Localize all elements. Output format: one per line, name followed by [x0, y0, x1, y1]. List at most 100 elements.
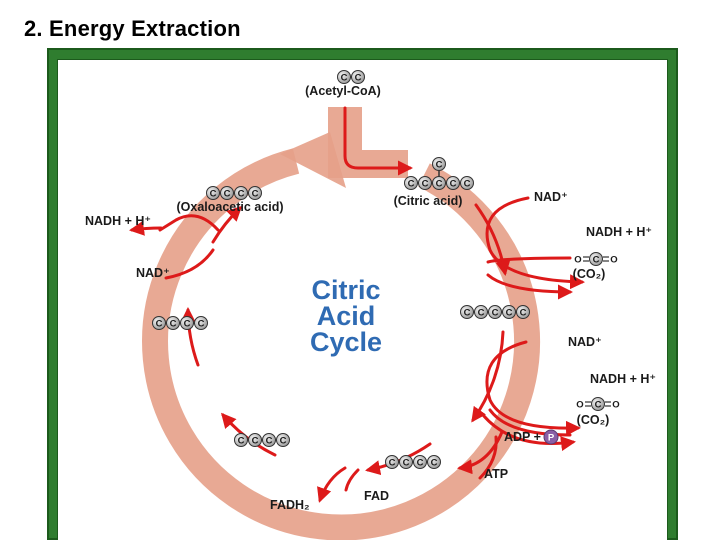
phosphate-symbol: P [548, 433, 555, 444]
oxygen-atom-label: O [574, 255, 581, 266]
nad-plus-label-1: NAD⁺ [534, 190, 568, 204]
carbon-atom-label: C [224, 188, 231, 199]
carbon-atom [502, 305, 516, 319]
cycle-title: Citric Acid Cycle [310, 275, 382, 357]
carbon-atom [276, 433, 290, 447]
carbon-atom-label: C [436, 178, 443, 189]
carbon-atom-label: C [355, 72, 362, 83]
oxygen-atom-label: O [612, 400, 619, 411]
oxygen-atom-label: O [610, 255, 617, 266]
cycle-ring [142, 107, 540, 540]
carbon-atom [248, 433, 262, 447]
carbon-atom [516, 305, 530, 319]
cycle-title-line-1: Citric [311, 275, 380, 305]
carbon-atom [589, 252, 603, 266]
carbon-atom-label: C [252, 188, 259, 199]
phosphate-icon: P [543, 429, 559, 445]
nad-plus-label-2: NAD⁺ [568, 335, 602, 349]
carbon-atom-label: C [184, 318, 191, 329]
carbon-atom [220, 186, 234, 200]
cycle-title-line-2: Acid [317, 301, 376, 331]
cycle-arrows [180, 106, 511, 476]
carbon-atom-label: C [422, 178, 429, 189]
atp-label: ATP [484, 467, 508, 481]
carbon-atom [337, 70, 351, 84]
carbon-atom-label: C [210, 188, 217, 199]
carbon-atom [194, 316, 208, 330]
carbon-atom-label: C [266, 435, 273, 446]
carbon-atom [351, 70, 365, 84]
carbon-atom [234, 186, 248, 200]
nadh-label-1: NADH + H⁺ [586, 225, 652, 239]
carbon-atom [180, 316, 194, 330]
acetyl-coa-label: (Acetyl-CoA) [305, 84, 381, 98]
carbon-atom-label: C [595, 399, 602, 410]
carbon-atom [460, 305, 474, 319]
carbon-atom-label: C [156, 318, 163, 329]
citric-acid-label: (Citric acid) [394, 194, 463, 208]
carbon-atom-label: C [417, 457, 424, 468]
slide-title: 2. Energy Extraction [24, 16, 241, 41]
carbon-atom-label: C [506, 307, 513, 318]
carbon-atom-label: C [464, 307, 471, 318]
carbon-atom [262, 433, 276, 447]
adp-label: ADP + [504, 430, 541, 444]
carbon-atom [413, 455, 427, 469]
carbon-atom-label: C [520, 307, 527, 318]
carbon-atom-label: C [464, 178, 471, 189]
carbon-atom [234, 433, 248, 447]
carbon-atom-label: C [431, 457, 438, 468]
carbon-atom [248, 186, 262, 200]
carbon-atom [399, 455, 413, 469]
carbon-atom-label: C [492, 307, 499, 318]
carbon-atom-label: C [238, 188, 245, 199]
carbon-atom-label: C [436, 159, 443, 170]
carbon-atom-label: C [341, 72, 348, 83]
carbon-atom [591, 397, 605, 411]
carbon-atom-label: C [198, 318, 205, 329]
fadh2-label: FADH₂ [270, 498, 310, 512]
carbon-atom-label: C [170, 318, 177, 329]
carbon-atom-label: C [450, 178, 457, 189]
carbon-atom [488, 305, 502, 319]
carbon-atom-label: C [408, 178, 415, 189]
carbon-atom [474, 305, 488, 319]
carbon-atom [206, 186, 220, 200]
oxaloacetic-acid-label: (Oxaloacetic acid) [177, 200, 284, 214]
fad-label: FAD [364, 489, 389, 503]
carbon-atom [427, 455, 441, 469]
carbon-atom-label: C [238, 435, 245, 446]
side-arrows [129, 196, 585, 503]
carbon-atom [432, 176, 446, 190]
oxygen-atom-label: O [576, 400, 583, 411]
carbon-atom [432, 157, 446, 171]
carbon-atom [418, 176, 432, 190]
nad-plus-label-3: NAD⁺ [136, 266, 170, 280]
carbon-atom [166, 316, 180, 330]
carbon-atom-label: C [403, 457, 410, 468]
carbon-atom-label: C [478, 307, 485, 318]
co2-label-2: (CO₂) [577, 413, 610, 427]
carbon-atom-label: C [280, 435, 287, 446]
carbon-atom [460, 176, 474, 190]
carbon-atom [446, 176, 460, 190]
carbon-atom-label: C [252, 435, 259, 446]
carbon-atom-label: C [593, 254, 600, 265]
nadh-label-3: NADH + H⁺ [85, 214, 151, 228]
cycle-title-line-3: Cycle [310, 327, 382, 357]
carbon-atom [404, 176, 418, 190]
carbon-atom-label: C [389, 457, 396, 468]
